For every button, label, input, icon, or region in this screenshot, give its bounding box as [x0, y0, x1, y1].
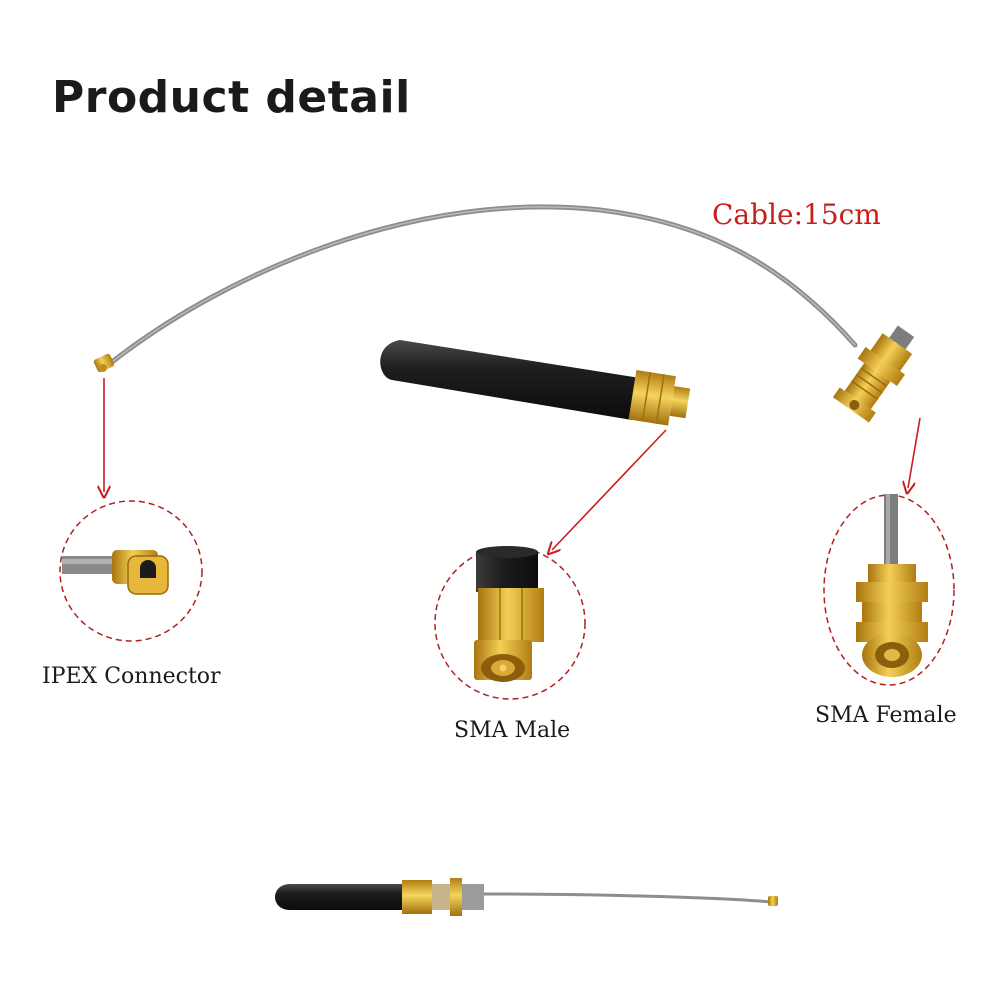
sma-male-detail-circle: [434, 546, 586, 700]
sma-male-caption: SMA Male: [454, 718, 571, 743]
ipex-connector-caption: IPEX Connector: [42, 664, 221, 689]
arrow-sma-male: [552, 429, 667, 550]
ipex-connector-small: [93, 353, 115, 373]
antenna-main: [380, 340, 691, 426]
assembled-antenna: [275, 878, 778, 916]
sma-female-detail-circle: [823, 494, 955, 686]
ipex-detail-circle: [59, 500, 203, 642]
arrow-sma-female: [908, 417, 921, 488]
page-title: Product detail: [52, 72, 411, 123]
sma-female-caption: SMA Female: [815, 703, 957, 728]
cable-length-label: Cable:15cm: [712, 198, 881, 231]
sma-female-connector-main: [832, 325, 915, 423]
